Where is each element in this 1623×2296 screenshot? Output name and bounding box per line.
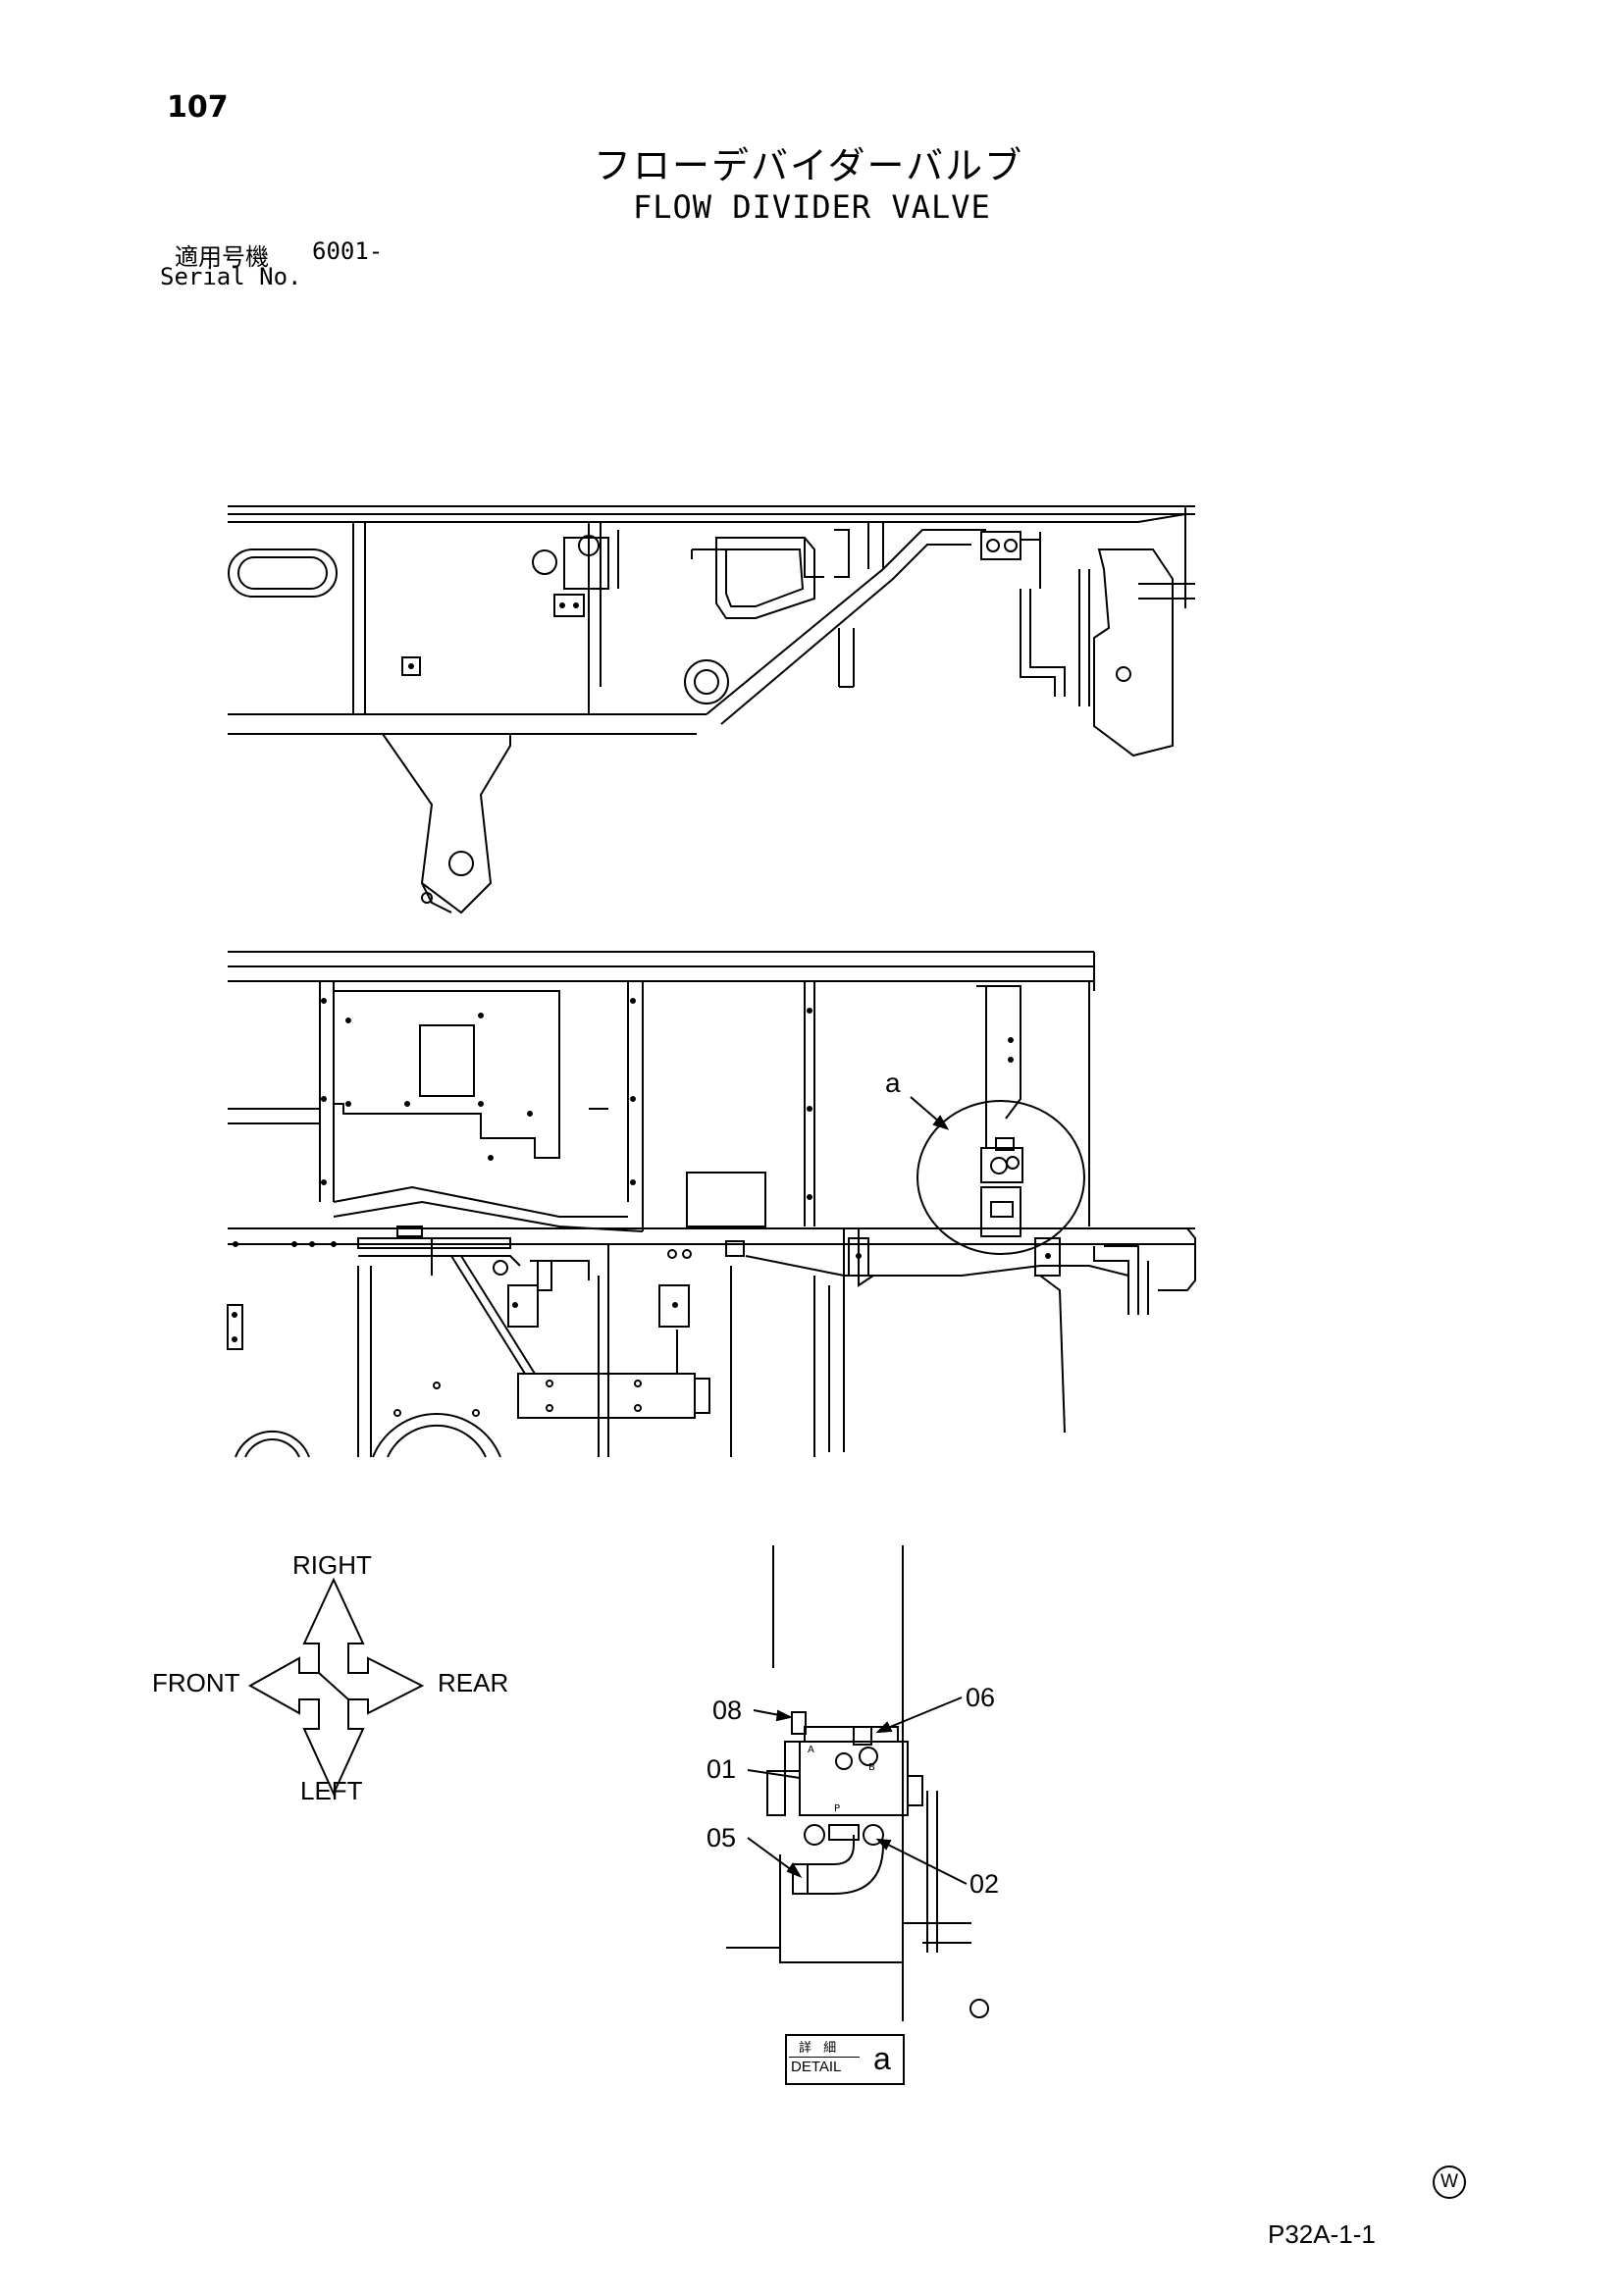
page-code: P32A-1-1: [1268, 2219, 1376, 2249]
callout-part-05: 05: [707, 1823, 737, 1852]
detail-label-box: [785, 2034, 905, 2085]
callout-part-01: 01: [707, 1754, 737, 1784]
serial-label-english: Serial No.: [160, 263, 302, 290]
direction-right-label: RIGHT: [292, 1550, 372, 1580]
direction-front-label: FRONT: [152, 1668, 240, 1697]
port-p-label: P: [834, 1803, 841, 1814]
title-english: FLOW DIVIDER VALVE: [633, 188, 991, 226]
detail-label-letter: a: [873, 2041, 891, 2076]
page-number: 107: [167, 90, 229, 125]
frame-top-view: [227, 951, 1196, 1458]
callout-detail-a: a: [885, 1068, 901, 1098]
detail-label-japanese: 詳 細: [799, 2041, 841, 2056]
detail-label-english: DETAIL: [791, 2059, 842, 2075]
callout-part-06: 06: [966, 1683, 996, 1712]
detail-label-divider: [789, 2057, 860, 2058]
title-japanese: フローデバイダーバルブ: [594, 144, 1024, 187]
direction-rear-label: REAR: [438, 1668, 509, 1697]
port-a-label: A: [808, 1745, 814, 1755]
callout-part-02: 02: [969, 1869, 1000, 1899]
port-b-label: B: [868, 1762, 875, 1773]
orientation-arrows: [247, 1577, 425, 1797]
w-mark-icon: W: [1433, 2166, 1466, 2199]
frame-side-view: [228, 505, 1195, 914]
serial-label-japanese: 適用号機: [175, 243, 269, 271]
serial-value: 6001-: [312, 237, 384, 265]
detail-a-drawing: [726, 1545, 989, 2021]
direction-left-label: LEFT: [300, 1776, 363, 1805]
callout-part-08: 08: [712, 1696, 743, 1725]
